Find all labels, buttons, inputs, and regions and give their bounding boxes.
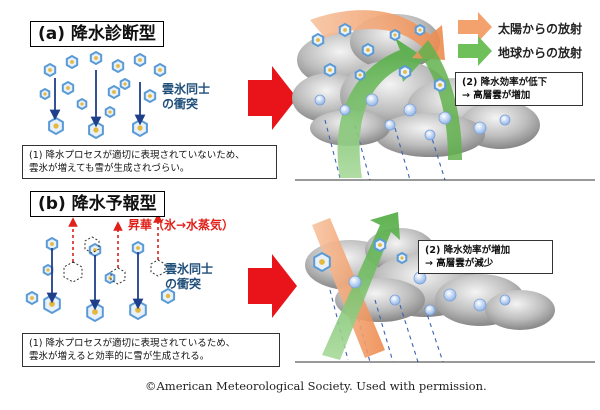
panel-a-process-note: (1) 降水プロセスが適切に表現されていないため、 雲氷が増えても雪が生成されづ…	[22, 145, 277, 179]
cloud-ice-crystal-core	[358, 73, 362, 77]
earth-radiation-legend-label: 地球からの放射	[498, 46, 583, 60]
ice-crystal-core	[93, 248, 97, 252]
earth-radiation-legend-icon	[458, 36, 492, 66]
ice-crystal-core	[136, 246, 140, 250]
panel-a-transition-arrow	[248, 66, 297, 130]
cloud-droplet	[499, 114, 511, 126]
copyright-credit: ©American Meteorological Society. Used w…	[145, 379, 487, 393]
cloud-ice-crystal-core	[366, 48, 370, 52]
panel-b-result-box: (2) 降水効率が増加 → 高層雲が減少	[418, 240, 553, 274]
ice-crystal-core	[66, 86, 70, 90]
panel-b-title: (b) 降水予報型	[30, 191, 165, 217]
ice-crystal-core	[49, 301, 55, 307]
cloud-droplet	[443, 288, 457, 302]
cloud-droplet	[438, 111, 452, 125]
panel-b-sublimation-arrows	[68, 213, 163, 268]
panel-a-cloud-illustration	[292, 10, 595, 181]
cloud-droplet	[314, 94, 326, 106]
cloud-droplet	[384, 119, 396, 131]
panel-a-note-line-2: 雲氷が増えても雪が生成されづらい。	[29, 163, 190, 174]
panel-a-fall-arrows	[49, 70, 146, 128]
cloud-droplet	[348, 275, 362, 289]
ice-crystal-core	[138, 58, 142, 62]
panel-a-result-line-2: → 高層雲が増加	[462, 90, 531, 101]
panel-b-transition-arrow	[248, 254, 297, 318]
ice-crystal-core	[80, 102, 84, 106]
panel-a-collision-label: 雲氷同士 の衝突	[162, 82, 210, 112]
ice-crystal-core	[70, 60, 74, 64]
panel-b-sublimating-crystals	[63, 236, 166, 285]
panel-a-note-line-1: (1) 降水プロセスが適切に表現されていないため、	[29, 150, 245, 161]
panel-b-result-line-2: → 高層雲が減少	[425, 258, 494, 269]
cloud-ice-crystal-core	[328, 68, 332, 72]
cloud-ice-crystal-core	[378, 243, 382, 247]
panel-a-collision-line-2: の衝突	[162, 97, 199, 111]
ice-crystal-core	[50, 242, 54, 246]
cloud-droplet	[365, 93, 379, 107]
cloud-ice-crystal-core	[393, 33, 397, 37]
cloud-droplet	[403, 103, 417, 117]
panel-b-result-line-1: (2) 降水効率が増加	[425, 245, 511, 256]
ice-crystal-core	[108, 110, 112, 114]
ice-crystal-core	[30, 296, 34, 300]
ice-crystal-core	[93, 127, 99, 133]
panel-a-ice-crystals	[39, 50, 167, 140]
ice-crystal-core	[158, 68, 162, 72]
cloud-ice-crystal-core	[403, 70, 407, 74]
cloud-ice-crystal-core	[438, 83, 442, 87]
cloud-droplet	[389, 294, 401, 306]
panel-b-ice-crystals	[25, 236, 176, 323]
ice-crystal-core	[94, 56, 98, 60]
cloud-droplet	[473, 298, 487, 312]
ice-crystal-core	[135, 307, 141, 313]
cloud-ice-crystal-core	[418, 28, 422, 32]
cloud-droplet	[424, 129, 436, 141]
panel-a-result-line-1: (2) 降水効率が低下	[462, 77, 548, 88]
ice-crystal-core	[112, 90, 116, 94]
panel-b-note-line-1: (1) 降水プロセスが適切に表現されているため、	[29, 338, 236, 349]
cloud-droplet	[499, 294, 511, 306]
ice-crystal-core	[148, 94, 152, 98]
panel-a-result-box: (2) 降水効率が低下 → 高層雲が増加	[455, 72, 583, 106]
panel-b-note-line-2: 雲氷が増えると効率的に雪が生成される。	[29, 351, 210, 362]
panel-b-collision-line-1: 雲氷同士	[165, 262, 214, 276]
ice-crystal-core	[123, 82, 127, 86]
ice-crystal-core	[46, 268, 50, 272]
panel-b-cloud-illustration	[295, 212, 595, 363]
cloud-ice-crystal-core	[400, 256, 404, 260]
cloud-ice-crystal-core	[319, 259, 325, 265]
ice-crystal-core	[92, 309, 98, 315]
cloud-droplet	[473, 121, 487, 135]
cloud-ice-crystal-core	[316, 38, 320, 42]
ice-crystal-core	[137, 125, 143, 131]
cloud-droplet	[339, 104, 351, 116]
panel-a-title: (a) 降水診断型	[30, 21, 164, 47]
cloud-droplet	[424, 304, 436, 316]
panel-b-fall-arrows	[46, 248, 144, 311]
panel-a-collision-line-1: 雲氷同士	[162, 82, 211, 96]
ice-crystal-core	[53, 123, 59, 129]
panel-b-collision-line-2: の衝突	[165, 277, 202, 291]
ice-crystal-core	[48, 68, 52, 72]
panel-b-process-note: (1) 降水プロセスが適切に表現されているため、 雲氷が増えると効率的に雪が生成…	[22, 333, 280, 367]
solar-radiation-legend-icon	[458, 12, 492, 42]
ice-crystal-core	[43, 92, 47, 96]
solar-radiation-legend-label: 太陽からの放射	[498, 22, 583, 36]
ice-crystal-core	[165, 293, 171, 299]
ice-crystal-core	[116, 64, 120, 68]
cloud-ice-crystal-core	[343, 28, 347, 32]
panel-b-sublimation-label: 昇華（氷→水蒸気）	[128, 218, 235, 232]
panel-b-collision-label: 雲氷同士 の衝突	[165, 262, 213, 292]
